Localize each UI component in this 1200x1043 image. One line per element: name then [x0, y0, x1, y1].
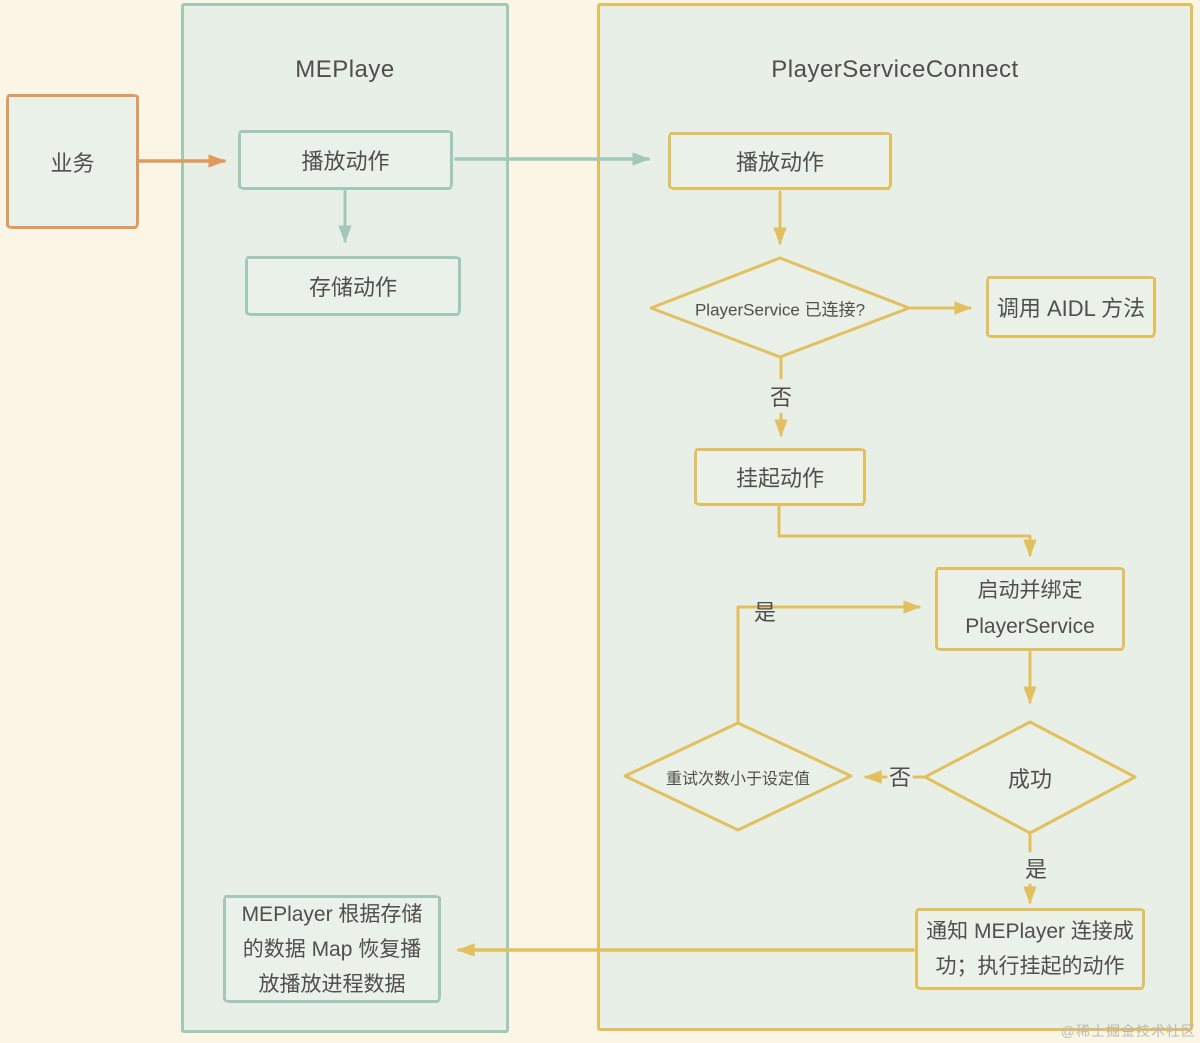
start-bind-node: 启动并绑定 PlayerService — [935, 567, 1125, 651]
notify-line-1: 通知 MEPlayer 连接成 — [926, 920, 1134, 943]
play-action-left-label: 播放动作 — [301, 149, 390, 174]
edge-suspend-to-bind — [777, 505, 1037, 558]
connected-no-label: 否 — [769, 385, 793, 410]
retry-check-label: 重试次数小于设定值 — [665, 771, 811, 788]
success-yes-label: 是 — [1024, 857, 1048, 882]
store-action-label: 存储动作 — [308, 275, 397, 300]
retry-yes-label: 是 — [753, 600, 777, 625]
edge-retry-yes-to-bind — [736, 600, 922, 724]
success-no-label: 否 — [888, 765, 912, 790]
store-action-node: 存储动作 — [245, 256, 461, 316]
play-action-right-label: 播放动作 — [735, 150, 824, 175]
player-service-connect-title: PlayerServiceConnect — [771, 56, 1019, 83]
play-action-right-node: 播放动作 — [668, 132, 892, 190]
connected-check-diamond — [649, 256, 911, 359]
success-check-label: 成功 — [1007, 767, 1053, 792]
business-label: 业务 — [50, 150, 95, 176]
call-aidl-node: 调用 AIDL 方法 — [986, 276, 1156, 338]
suspend-action-node: 挂起动作 — [694, 448, 866, 506]
success-check-diamond — [923, 720, 1137, 835]
restore-progress-node: MEPlayer 根据存储 的数据 Map 恢复播 放播放进程数据 — [223, 895, 441, 1003]
notify-line-2: 功；执行挂起的动作 — [935, 955, 1125, 978]
business-node: 业务 — [6, 94, 139, 229]
play-action-left-node: 播放动作 — [238, 130, 453, 190]
start-bind-line-1: 启动并绑定 — [977, 579, 1083, 602]
notify-node: 通知 MEPlayer 连接成 功；执行挂起的动作 — [915, 908, 1145, 990]
meplayer-container-title: MEPlaye — [295, 56, 395, 83]
call-aidl-label: 调用 AIDL 方法 — [996, 296, 1146, 321]
watermark: @稀土掘金技术社区 — [1060, 1023, 1196, 1039]
player-service-connect-container: PlayerServiceConnect — [597, 3, 1193, 1031]
suspend-action-label: 挂起动作 — [735, 466, 824, 491]
start-bind-line-2: PlayerService — [965, 615, 1095, 638]
restore-line-1: MEPlayer 根据存储 — [241, 902, 423, 926]
retry-check-diamond — [623, 721, 853, 832]
connected-check-label: PlayerService 已连接? — [694, 300, 866, 320]
restore-line-3: 放播放进程数据 — [258, 972, 406, 996]
restore-line-2: 的数据 Map 恢复播 — [242, 937, 422, 961]
